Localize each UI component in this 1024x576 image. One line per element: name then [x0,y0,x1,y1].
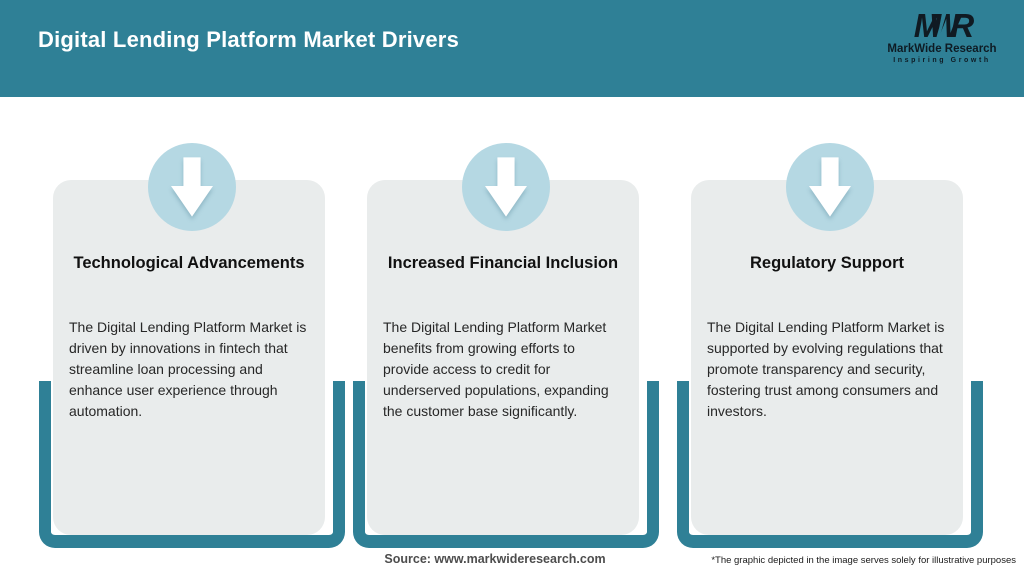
driver-column-increased-financial-inclusion: Increased Financial Inclusion The Digita… [353,143,659,549]
card-description: The Digital Lending Platform Market is s… [707,319,945,419]
disclaimer-text: *The graphic depicted in the image serve… [711,555,1016,566]
down-arrow-icon [485,157,527,217]
icon-circle [786,143,874,231]
source-text: Source: www.markwideresearch.com [384,552,606,566]
logo-tagline: Inspiring Growth [893,57,991,65]
header-bar: Digital Lending Platform Market Drivers … [0,0,1024,97]
card-shadow-frame [39,381,345,548]
brand-logo: MWR MarkWide Research Inspiring Growth [882,9,1002,64]
card-title: Increased Financial Inclusion [387,254,619,272]
driver-card: Technological Advancements The Digital L… [53,180,325,535]
card-description: The Digital Lending Platform Market bene… [383,319,609,419]
card-shadow-frame [677,381,983,548]
icon-circle [148,143,236,231]
driver-card: Increased Financial Inclusion The Digita… [367,180,639,535]
icon-circle [462,143,550,231]
logo-name: MarkWide Research [887,43,997,55]
card-title: Technological Advancements [73,254,305,272]
down-arrow-icon [809,157,851,217]
driver-column-regulatory-support: Regulatory Support The Digital Lending P… [677,143,983,549]
page-title: Digital Lending Platform Market Drivers [38,27,459,52]
logo-letter-r: R [950,7,974,44]
driver-column-technological-advancements: Technological Advancements The Digital L… [39,143,345,549]
down-arrow-icon [171,157,213,217]
card-description: The Digital Lending Platform Market is d… [69,319,307,419]
card-shadow-frame [353,381,659,548]
card-title: Regulatory Support [749,254,904,272]
logo-monogram: MWR [914,7,974,44]
driver-card: Regulatory Support The Digital Lending P… [691,180,963,535]
